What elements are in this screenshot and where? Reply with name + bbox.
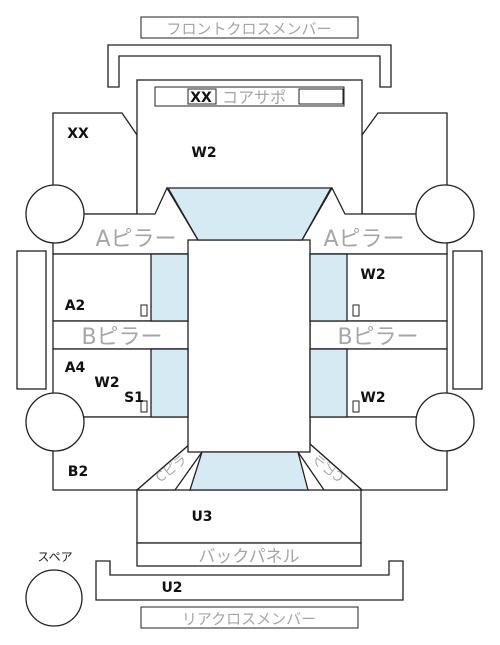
windshield <box>166 187 333 241</box>
left-side-sill <box>16 250 47 390</box>
spare-label: スペア <box>37 550 72 564</box>
right-b-pillar <box>309 320 448 350</box>
hood-code: W2 <box>191 145 216 161</box>
front-cross-member-label: フロントクロスメンバー <box>166 20 331 38</box>
front-bumper <box>107 44 392 88</box>
right-rear-door-handle <box>352 400 360 413</box>
left-rear-door-code-w: W2 <box>94 375 119 391</box>
right-rear-window <box>309 348 348 418</box>
right-front-door-handle <box>352 304 360 317</box>
left-b-pillar-label: Bピラー <box>81 325 162 350</box>
back-panel-label: バックパネル <box>198 547 299 567</box>
trunk-lid <box>136 489 362 544</box>
rear-left-wheel <box>25 392 85 452</box>
back-panel-box <box>136 542 362 567</box>
right-rear-door-code: W2 <box>360 390 385 406</box>
left-rear-door-code-a: A4 <box>65 360 86 376</box>
right-b-pillar-label: Bピラー <box>337 325 418 350</box>
rear-cross-member-label: リアクロスメンバー <box>182 610 316 628</box>
left-a-pillar-label: Aピラー <box>95 227 176 252</box>
left-front-door-handle <box>140 304 148 317</box>
left-front-door-code: A2 <box>65 298 86 314</box>
front-left-wheel <box>25 184 85 244</box>
rear-bumper <box>95 560 404 601</box>
radiator-support-code: XX <box>190 90 212 106</box>
left-rear-door-handle <box>140 400 148 413</box>
right-front-door-code: W2 <box>360 267 385 283</box>
radiator-support-inner-right <box>298 88 344 105</box>
rear-window <box>189 451 309 491</box>
left-rear-door-code-s: S1 <box>124 390 144 406</box>
right-front-window <box>309 253 348 322</box>
front-cross-member-box <box>140 16 359 39</box>
left-front-window <box>150 253 189 322</box>
roof-panel <box>187 239 311 453</box>
radiator-support-label: コアサポ <box>222 88 286 107</box>
right-side-sill <box>452 250 483 390</box>
left-rear-quarter-code: B2 <box>68 464 88 480</box>
rear-right-wheel <box>415 392 475 452</box>
radiator-support-inner-left <box>187 88 217 105</box>
trunk-code: U3 <box>191 509 212 525</box>
right-a-pillar-label: Aピラー <box>323 227 404 252</box>
rear-cross-member-code: U2 <box>161 580 182 596</box>
left-rear-window <box>150 348 189 418</box>
front-right-wheel <box>415 184 475 244</box>
front-left-fender-code: XX <box>67 126 89 142</box>
spare-tire <box>25 569 83 627</box>
rear-cross-member-box <box>140 606 359 629</box>
